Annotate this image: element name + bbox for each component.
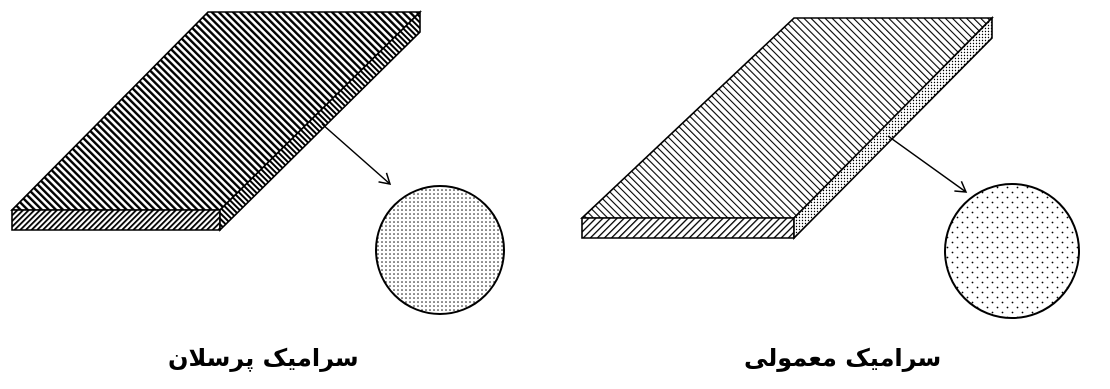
ordinary-caption: سرامیک معمولی [744, 344, 941, 372]
porcelain-tile-front-face [12, 210, 220, 230]
ordinary-zoom-arrow [888, 136, 966, 192]
ordinary-tile-front-face [582, 218, 794, 238]
ordinary-tile [582, 18, 992, 238]
ordinary-tile-top-face [582, 18, 992, 218]
porcelain-tile-top-face [12, 12, 420, 210]
porcelain-zoom-arrow [322, 124, 390, 184]
porcelain-caption: سرامیک پرسلان [168, 344, 359, 372]
porcelain-tile [12, 12, 420, 230]
porcelain-magnified-circle [376, 186, 504, 314]
ordinary-magnified-circle [945, 184, 1079, 318]
